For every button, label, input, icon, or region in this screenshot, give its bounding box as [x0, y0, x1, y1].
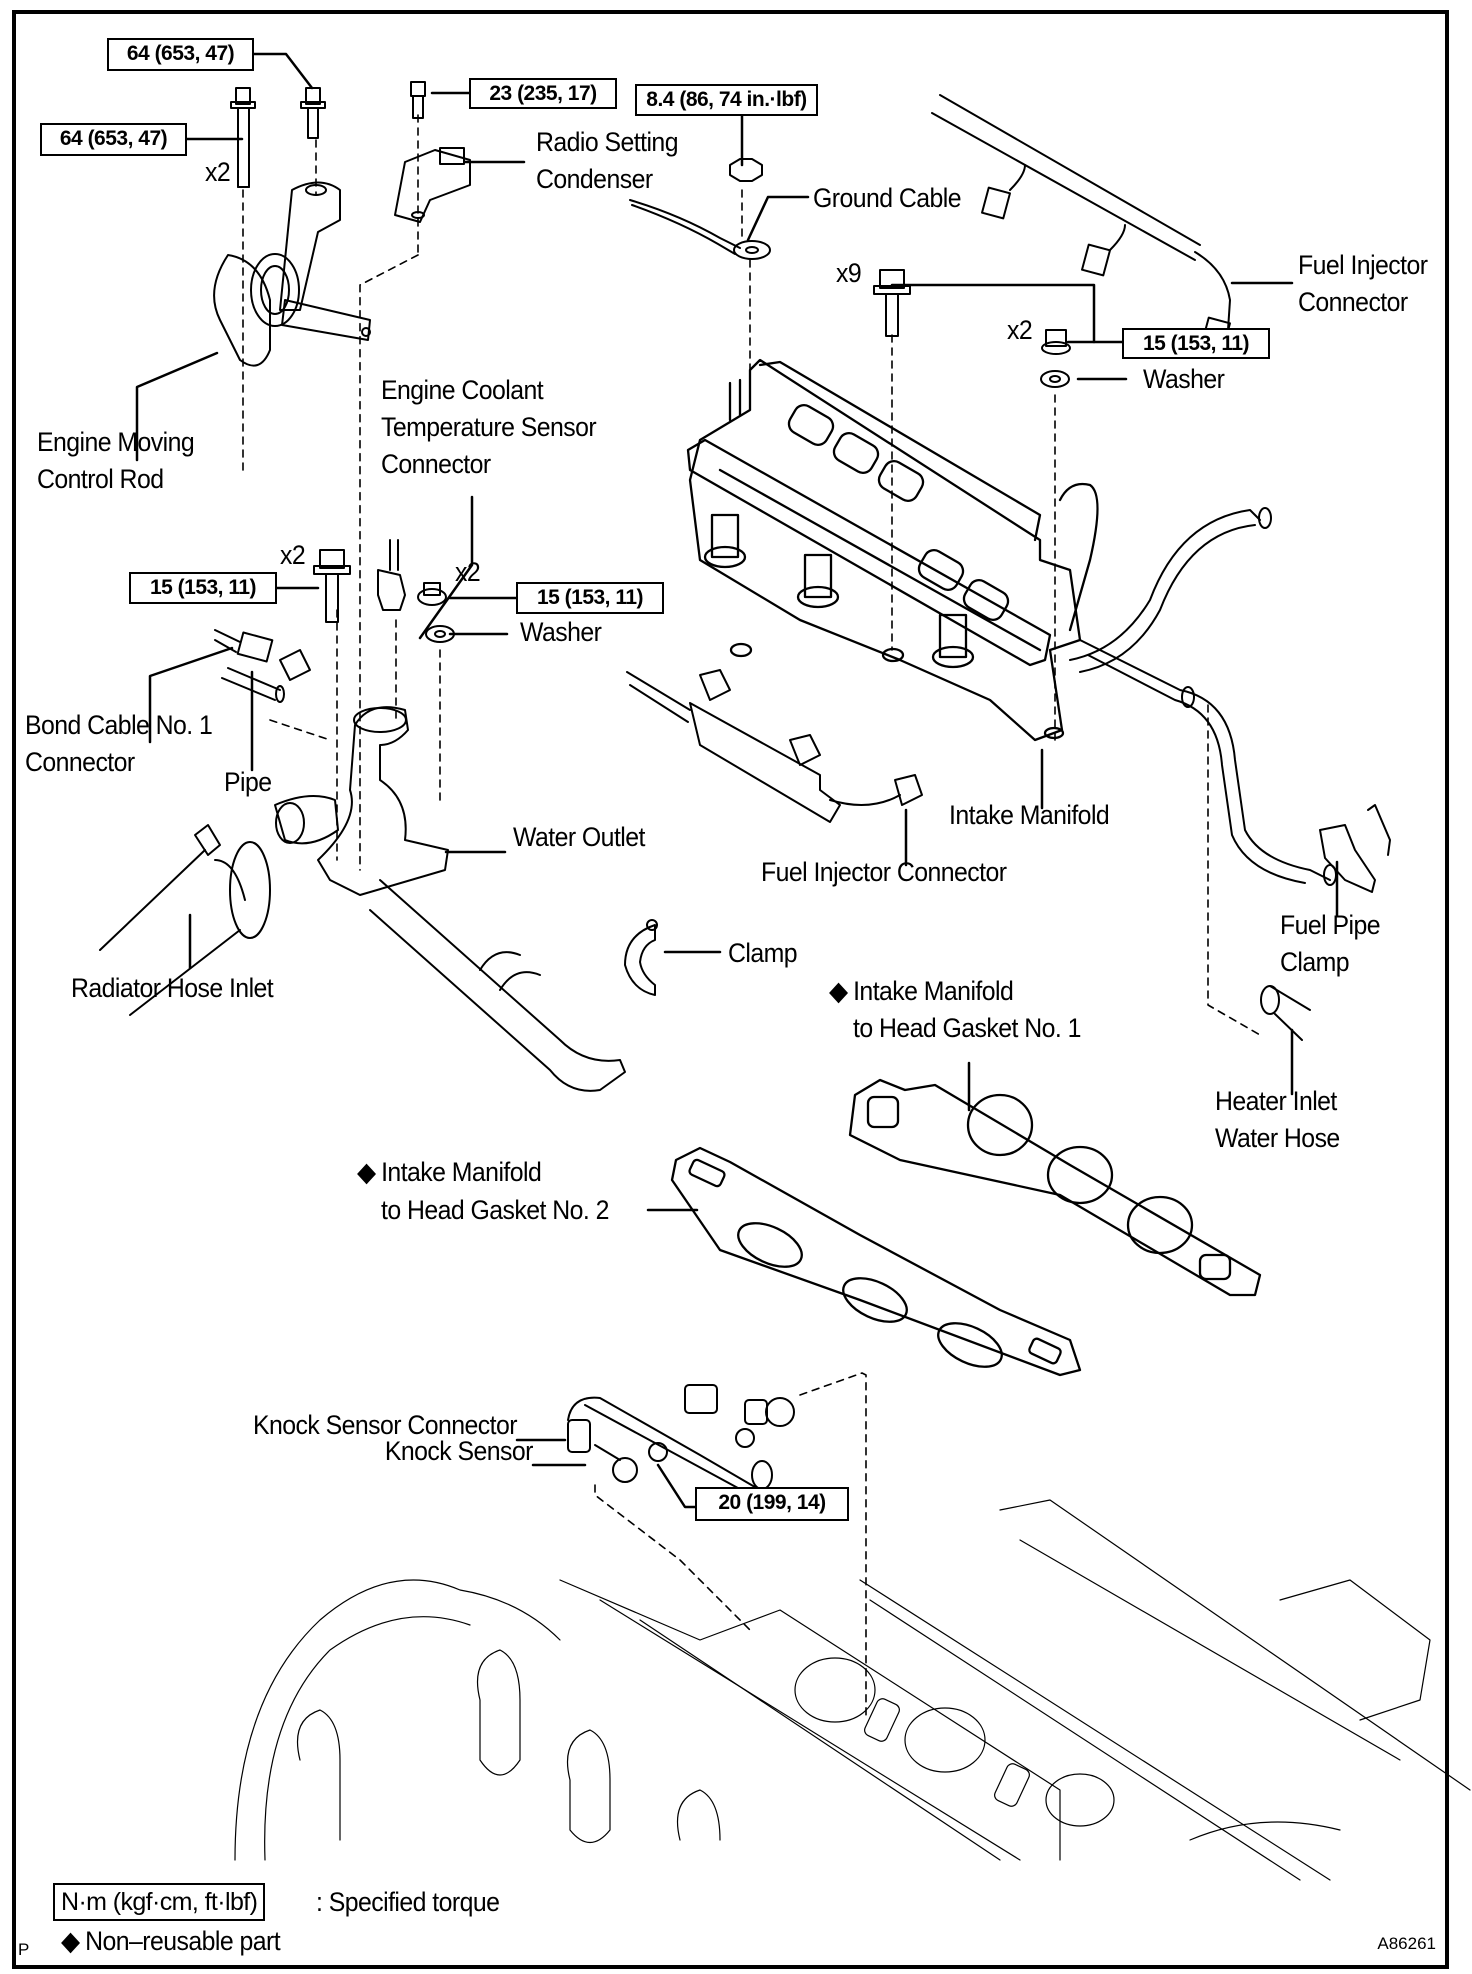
figure-id: A86261 — [1377, 1934, 1436, 1953]
label-washer-mid: Washer — [520, 617, 602, 647]
manifold-fasteners — [873, 269, 1071, 388]
label-engine-moving-control-rod-1: Engine Moving — [37, 427, 195, 457]
qty-manifold-nut: x2 — [1007, 315, 1033, 345]
intake-gasket-no2 — [670, 1146, 1082, 1377]
label-fuel-pipe-clamp-2: Clamp — [1280, 947, 1350, 977]
torque-box-condenser-bolt: 23 (235, 17) — [469, 78, 617, 109]
radio-setting-condenser — [394, 81, 471, 223]
label-fuel-injector-connector-top-1: Fuel Injector — [1298, 250, 1428, 280]
label-gasket-no1-line1: Intake Manifold — [853, 976, 1014, 1006]
label-washer-top: Washer — [1143, 364, 1225, 394]
torque-box-rod-upper-bolt: 64 (653, 47) — [107, 38, 254, 71]
label-gasket-no2-1: ◆Intake Manifold — [357, 1157, 542, 1187]
section-letter: P — [18, 1940, 30, 1959]
label-radio-setting-condenser-1: Radio Setting — [536, 127, 679, 157]
label-engine-coolant-3: Connector — [381, 449, 491, 479]
label-heater-inlet-2: Water Hose — [1215, 1123, 1340, 1153]
label-gasket-no1-1: ◆Intake Manifold — [829, 976, 1014, 1006]
qty-rod-bolt: x2 — [205, 157, 231, 187]
intake-manifold — [686, 358, 1099, 742]
torque-box-manifold-nut: 15 (153, 11) — [1122, 328, 1270, 359]
heater-inlet-water-hose-part — [1260, 985, 1311, 1041]
label-radio-setting-condenser-2: Condenser — [536, 164, 653, 194]
leader-lines — [135, 52, 1339, 1509]
non-reusable-diamond-icon: ◆ — [357, 1157, 376, 1187]
label-pipe: Pipe — [224, 767, 272, 797]
torque-box-ground-nut: 8.4 (86, 74 in.·lbf) — [635, 84, 818, 116]
legend-torque-unit-box: N·m (kgf·cm, ft·lbf) — [53, 1883, 266, 1921]
label-gasket-no2-2: to Head Gasket No. 2 — [381, 1195, 609, 1225]
label-engine-coolant-2: Temperature Sensor — [381, 412, 597, 442]
ground-cable — [629, 158, 771, 260]
label-engine-coolant-1: Engine Coolant — [381, 375, 544, 405]
intake-gasket-no1 — [848, 1078, 1262, 1297]
qty-outlet-nut: x2 — [455, 557, 481, 587]
clamp-part — [624, 919, 658, 996]
fuel-injector-connector-part — [626, 669, 923, 823]
diagram-frame — [12, 10, 1449, 1969]
qty-outlet-bolt: x2 — [280, 540, 306, 570]
radiator-hose-inlet-part — [99, 824, 271, 1016]
label-heater-inlet-1: Heater Inlet — [1215, 1086, 1337, 1116]
fuel-pipe-clamp-part — [1319, 804, 1391, 893]
torque-box-knock-sensor-nut: 20 (199, 14) — [695, 1487, 849, 1521]
label-fuel-injector-connector-mid: Fuel Injector Connector — [761, 857, 1007, 887]
label-knock-sensor: Knock Sensor — [384, 1436, 534, 1466]
knock-sensor-assembly — [567, 1384, 795, 1501]
engine-moving-control-rod — [213, 87, 371, 367]
label-ground-cable: Ground Cable — [813, 183, 962, 213]
engine-block — [234, 1499, 1471, 1881]
torque-box-outlet-bolt: 15 (153, 11) — [129, 572, 277, 604]
label-intake-manifold: Intake Manifold — [949, 800, 1110, 830]
legend-non-reusable-desc: Non–reusable part — [85, 1926, 281, 1956]
legend-torque-desc: : Specified torque — [316, 1887, 500, 1917]
label-bond-cable-2: Connector — [25, 747, 135, 777]
label-fuel-pipe-clamp-1: Fuel Pipe — [1280, 910, 1381, 940]
label-gasket-no1-2: to Head Gasket No. 1 — [853, 1013, 1081, 1043]
label-radiator-hose-inlet: Radiator Hose Inlet — [71, 973, 274, 1003]
label-gasket-no2-line1: Intake Manifold — [381, 1157, 542, 1187]
water-outlet — [274, 539, 626, 1092]
label-clamp: Clamp — [728, 938, 798, 968]
fuel-pipe — [1069, 507, 1337, 886]
fuel-injector-harness — [931, 94, 1231, 350]
qty-manifold-bolt: x9 — [836, 258, 862, 288]
torque-box-rod-long-bolt: 64 (653, 47) — [40, 123, 187, 156]
bond-cable-and-pipe — [214, 629, 311, 703]
label-bond-cable-1: Bond Cable No. 1 — [25, 710, 213, 740]
label-engine-moving-control-rod-2: Control Rod — [37, 464, 164, 494]
non-reusable-diamond-icon: ◆ — [829, 976, 848, 1006]
non-reusable-diamond-icon: ◆ — [61, 1926, 80, 1956]
label-fuel-injector-connector-top-2: Connector — [1298, 287, 1408, 317]
label-knock-sensor-connector: Knock Sensor Connector — [252, 1410, 518, 1440]
torque-box-outlet-nut: 15 (153, 11) — [516, 582, 664, 614]
label-water-outlet: Water Outlet — [513, 822, 645, 852]
legend-non-reusable: ◆Non–reusable part — [61, 1926, 281, 1956]
